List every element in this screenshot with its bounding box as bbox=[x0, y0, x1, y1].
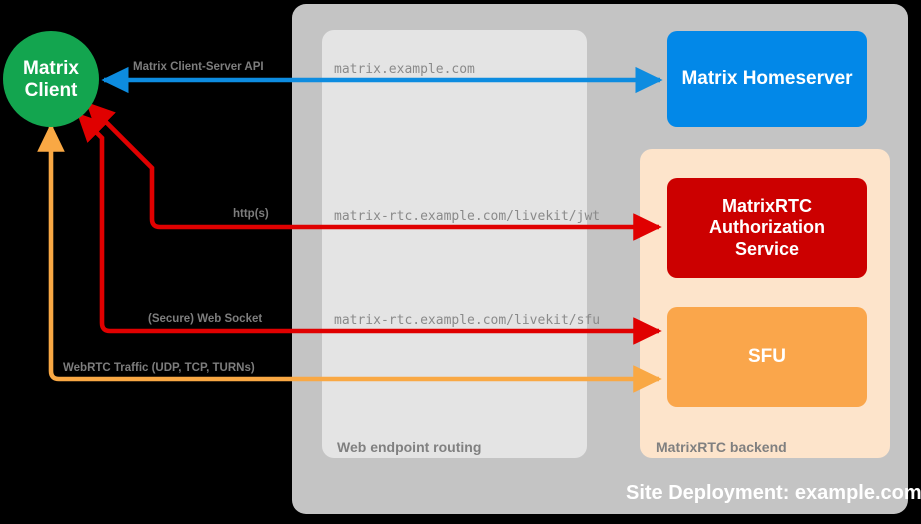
sfu-node[interactable] bbox=[667, 307, 867, 407]
edge-label-websocket: (Secure) Web Socket bbox=[148, 313, 263, 325]
edge-label-cs-api: Matrix Client-Server API bbox=[133, 61, 264, 73]
web-endpoint-routing-caption: Web endpoint routing bbox=[337, 439, 482, 455]
site-deployment-caption: Site Deployment: example.com bbox=[626, 482, 921, 504]
endpoint-label-sfu: matrix-rtc.example.com/livekit/sfu bbox=[334, 313, 601, 328]
edge-webrtc-traffic[interactable] bbox=[37, 123, 662, 393]
web-endpoint-routing-container bbox=[322, 30, 587, 458]
matrix-homeserver-node[interactable] bbox=[667, 31, 867, 127]
matrixrtc-auth-service-node[interactable] bbox=[667, 178, 867, 278]
edge-secure-websocket[interactable] bbox=[77, 113, 662, 345]
endpoint-label-matrix: matrix.example.com bbox=[334, 62, 475, 77]
matrixrtc-backend-caption: MatrixRTC backend bbox=[656, 439, 787, 455]
edge-label-webrtc: WebRTC Traffic (UDP, TCP, TURNs) bbox=[63, 362, 255, 374]
edge-label-https: http(s) bbox=[233, 208, 269, 220]
matrix-client-node[interactable] bbox=[3, 31, 99, 127]
edge-https-jwt[interactable] bbox=[86, 102, 662, 241]
endpoint-label-jwt: matrix-rtc.example.com/livekit/jwt bbox=[334, 209, 601, 224]
